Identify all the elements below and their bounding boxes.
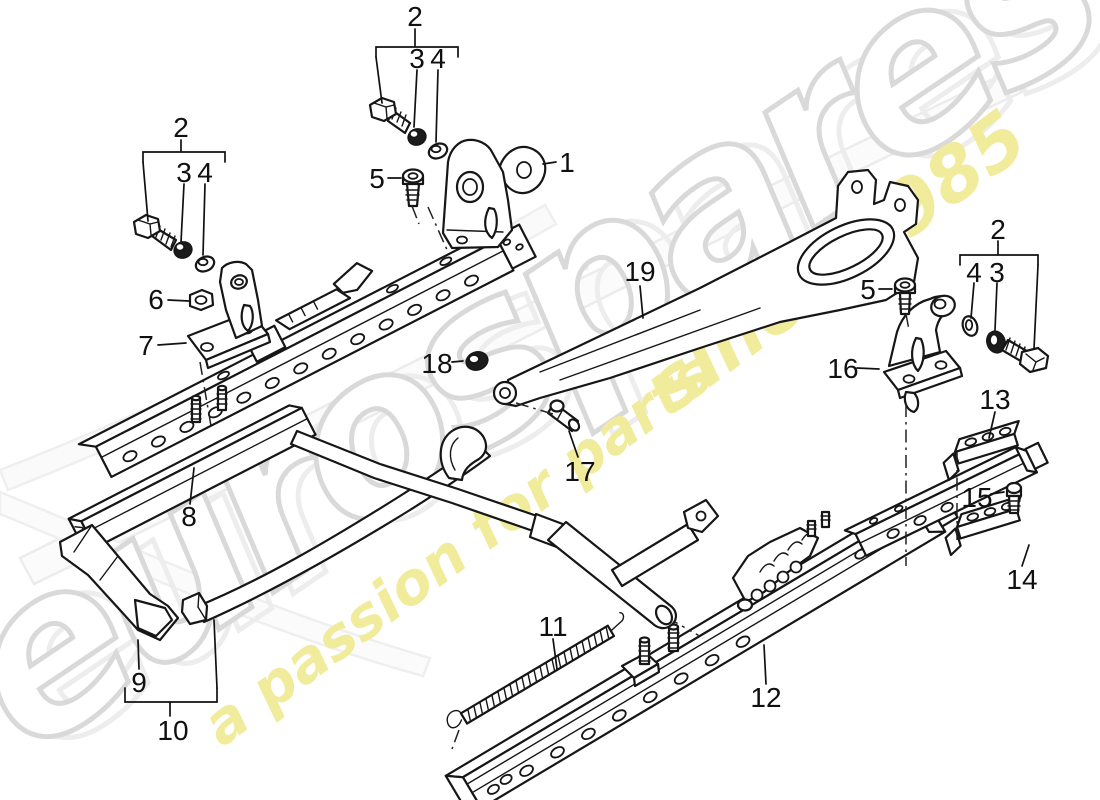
spacer-nut-3-right xyxy=(986,330,1006,354)
callout-2-left: 2 xyxy=(173,112,189,143)
hex-bolt-2-right xyxy=(1000,337,1050,374)
mount-bracket-7 xyxy=(186,260,272,370)
hex-bolt-2-left xyxy=(132,213,178,252)
callout-4-right: 4 xyxy=(966,257,982,288)
callout-18: 18 xyxy=(421,348,452,379)
flange-nut-6 xyxy=(188,288,215,312)
tension-spring-11 xyxy=(446,612,625,729)
callout-6: 6 xyxy=(148,284,164,315)
threaded-stud xyxy=(190,384,228,424)
callout-5-right: 5 xyxy=(860,274,876,305)
flat-washer-4-top xyxy=(427,142,449,160)
seat-rail-right-12 xyxy=(444,488,959,800)
spacer-plate-13 xyxy=(942,419,1020,482)
spacer-washer-3-top xyxy=(407,128,427,146)
socket-screw-5-right xyxy=(893,277,917,316)
link-arm xyxy=(610,498,720,588)
stop-screw-15 xyxy=(1005,481,1023,515)
callout-19: 19 xyxy=(624,256,655,287)
callout-2-right: 2 xyxy=(990,214,1006,245)
leader-lines xyxy=(124,28,1039,717)
callout-3-top: 3 xyxy=(409,43,425,74)
callout-10: 10 xyxy=(157,715,188,746)
callout-3-right: 3 xyxy=(989,257,1005,288)
callout-14: 14 xyxy=(1006,564,1037,595)
hex-bolt-2-top xyxy=(368,96,412,135)
callout-1: 1 xyxy=(559,147,575,178)
callout-11: 11 xyxy=(538,611,567,642)
callout-5-left: 5 xyxy=(369,163,385,194)
callout-7: 7 xyxy=(138,330,154,361)
t-crossbar xyxy=(546,520,677,630)
callout-12: 12 xyxy=(750,682,781,713)
seat-rail-right-upper-channel xyxy=(843,441,1049,557)
mount-bracket-16 xyxy=(882,294,964,414)
callout-17: 17 xyxy=(564,456,595,487)
callout-9: 9 xyxy=(131,667,147,698)
link-tube xyxy=(289,429,570,551)
centerlines xyxy=(199,205,958,750)
swing-arm-19 xyxy=(492,168,920,408)
callout-16: 16 xyxy=(827,353,858,384)
callout-15: 15 xyxy=(961,482,992,513)
callout-4-left: 4 xyxy=(197,157,213,188)
clevis-pin-17 xyxy=(546,399,581,433)
threaded-stud xyxy=(638,623,680,666)
socket-screw-5-left xyxy=(401,168,425,208)
callout-4-top: 4 xyxy=(430,43,446,74)
flat-washer-4-left xyxy=(194,255,216,273)
callout-13: 13 xyxy=(979,384,1010,415)
spacer-washer-3-left xyxy=(173,241,193,259)
callout-labels: 2 3 4 1 5 2 3 4 6 7 8 9 10 11 12 13 14 1… xyxy=(131,1,1037,746)
flat-washer-4-right xyxy=(961,315,979,337)
latch-comb-mechanism xyxy=(731,510,831,612)
callout-3-left: 3 xyxy=(176,157,192,188)
callout-8: 8 xyxy=(181,501,197,532)
lock-nut-18 xyxy=(465,351,489,371)
clamp-saddle xyxy=(439,425,488,482)
callout-2-top: 2 xyxy=(407,1,423,32)
hinge-bracket-1 xyxy=(441,138,547,250)
release-lever-9 xyxy=(58,523,180,642)
